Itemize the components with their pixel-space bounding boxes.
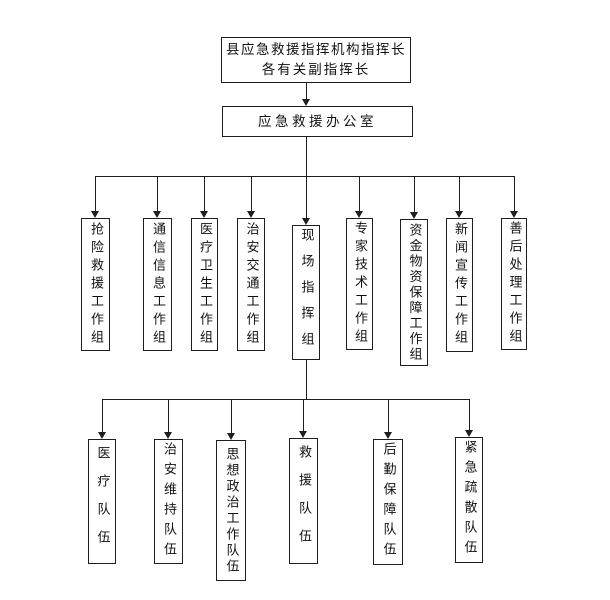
arrowhead [247,211,255,218]
team-rescue: 救援队伍 [289,438,318,564]
drop-line [157,176,158,211]
drop-line [459,176,460,211]
arrowhead [302,218,310,225]
arrowhead [200,211,208,218]
workgroup-label: 医疗卫生工作组 [197,221,212,348]
arrowhead [465,430,473,437]
commander-line2: 各有关副指挥长 [261,62,371,78]
drop-line [306,176,307,218]
arrowhead [98,432,106,439]
connector-trunk-lower [306,360,307,399]
drop-line [231,399,232,433]
workgroup-label: 善后处理工作组 [506,221,522,347]
drop-line [514,176,515,211]
workgroup-label: 现场指挥组 [298,227,314,358]
team-label: 医疗队伍 [94,445,110,558]
team-logistics-support: 后勤保障队伍 [373,439,403,565]
arrowhead [153,211,161,218]
workgroup-funds-materials: 资金物资保障工作组 [400,219,428,366]
commander-line1: 县应急救援指挥机构指挥长 [226,42,406,58]
drop-line [359,176,360,211]
team-security-maintain: 治安维持队伍 [154,439,183,564]
drop-line [204,176,205,211]
arrowhead [227,433,235,440]
arrowhead [91,211,99,218]
drop-line [388,399,389,432]
workgroup-news-publicity: 新闻宣传工作组 [446,218,473,352]
team-label: 救援队伍 [296,445,311,557]
team-emergency-evacuation: 紧急疏散队伍 [455,437,483,563]
team-label: 后勤保障队伍 [380,442,396,562]
connector-bus-lower [102,399,469,400]
workgroup-communication-info: 通信信息工作组 [143,218,172,351]
team-label: 紧急疏散队伍 [461,440,477,560]
arrowhead [384,432,392,439]
drop-line [95,176,96,211]
connector-bus-upper [95,176,515,177]
arrowhead [410,212,418,219]
arrowhead [455,211,463,218]
arrowhead [299,431,307,438]
team-label: 治安维持队伍 [161,441,176,562]
workgroup-label: 资金物资保障工作组 [406,222,422,363]
team-label: 思想政治工作队伍 [223,446,239,575]
node-office: 应急救援办公室 [222,106,413,137]
workgroup-label: 通信信息工作组 [150,221,165,348]
drop-line [414,176,415,212]
drop-line [303,399,304,431]
team-medical: 医疗队伍 [88,439,116,564]
workgroup-expert-technical: 专家技术工作组 [346,218,373,350]
workgroup-aftermath: 善后处理工作组 [501,218,527,350]
workgroup-onsite-command: 现场指挥组 [292,225,320,360]
arrowhead [164,432,172,439]
workgroup-medical-health: 医疗卫生工作组 [191,218,218,351]
connector-trunk-top [306,83,307,99]
workgroup-label: 抢险救援工作组 [88,221,103,348]
drop-line [469,399,470,430]
team-ideological-political: 思想政治工作队伍 [216,440,246,581]
connector-trunk-mid [306,137,307,176]
office-label: 应急救援办公室 [258,113,377,130]
node-commander: 县应急救援指挥机构指挥长 各有关副指挥长 [221,37,411,83]
workgroup-emergency-rescue: 抢险救援工作组 [81,218,110,351]
arrowhead [355,211,363,218]
workgroup-label: 新闻宣传工作组 [452,222,467,348]
drop-line [251,176,252,211]
drop-line [102,399,103,432]
arrowhead [510,211,518,218]
workgroup-security-traffic: 治安交通工作组 [237,218,265,351]
arrowhead-office [302,99,310,106]
workgroup-label: 治安交通工作组 [243,221,259,348]
drop-line [168,399,169,432]
workgroup-label: 专家技术工作组 [352,221,367,347]
